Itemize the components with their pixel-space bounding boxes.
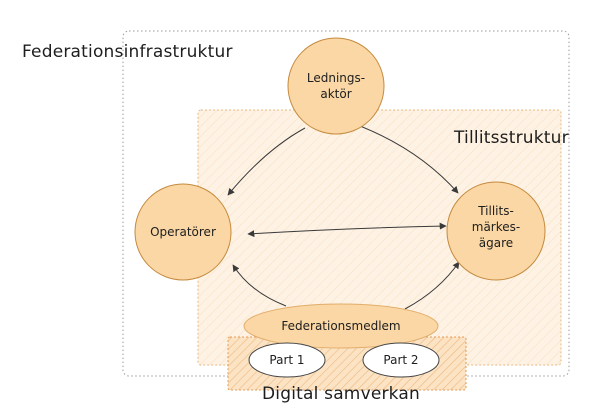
label-line: ägare bbox=[479, 236, 513, 250]
tillitsmarkesagare-label: Tillits-märkes-ägare bbox=[472, 204, 520, 250]
trust-structure-hatch bbox=[198, 110, 561, 365]
part1-node bbox=[248, 342, 326, 378]
edge-operatorer-tillits bbox=[247, 222, 447, 238]
label-line: Federationsmedlem bbox=[281, 319, 400, 333]
part2-node bbox=[362, 342, 440, 378]
label-line: aktör bbox=[320, 87, 351, 101]
part2-label: Part 2 bbox=[383, 353, 418, 367]
federation-infrastructure-frame bbox=[122, 30, 570, 377]
label-line: Part 1 bbox=[269, 353, 304, 367]
tillitsmarkesagare-node bbox=[446, 181, 546, 281]
ledningsaktor-node bbox=[287, 37, 385, 135]
digital-collaboration-label: Digital samverkan bbox=[262, 384, 420, 404]
edge-medlem-to-operatorer bbox=[232, 264, 287, 307]
label-line: Tillits- bbox=[477, 204, 514, 218]
federationsmedlem-label: Federationsmedlem bbox=[281, 319, 400, 333]
label-line: Lednings- bbox=[307, 71, 365, 85]
part1-label: Part 1 bbox=[269, 353, 304, 367]
edge-ledning-to-operatorer bbox=[227, 127, 306, 196]
label-line: Operatörer bbox=[150, 225, 216, 239]
trust-structure-label: Tillitsstruktur bbox=[453, 128, 569, 148]
label-line: märkes- bbox=[472, 220, 520, 234]
federation-infrastructure-label: Federationsinfrastruktur bbox=[22, 42, 233, 62]
operatorer-label: Operatörer bbox=[150, 225, 216, 239]
edge-medlem-to-tillits bbox=[404, 261, 460, 310]
operatorer-node bbox=[134, 183, 232, 281]
edge-ledning-to-tillits bbox=[359, 125, 459, 194]
ledningsaktor-label: Lednings-aktör bbox=[307, 71, 365, 101]
label-line: Part 2 bbox=[383, 353, 418, 367]
edges bbox=[227, 125, 460, 310]
federationsmedlem-node bbox=[243, 303, 439, 349]
